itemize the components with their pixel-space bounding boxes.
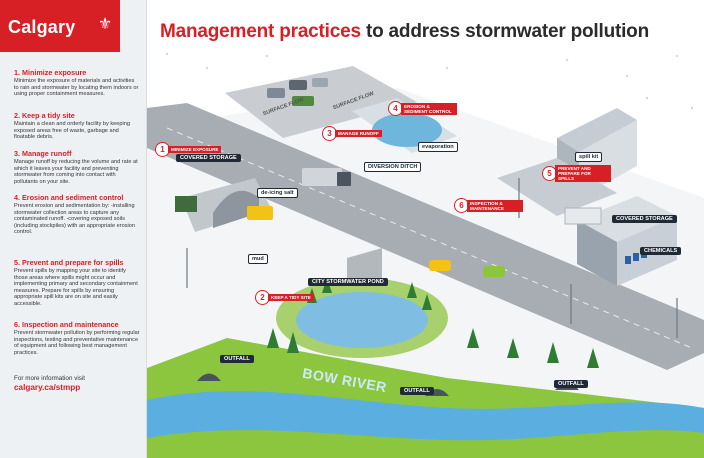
evaporation-label: evaporation	[418, 142, 458, 152]
tip-title: 5. Prevent and prepare for spills	[14, 258, 124, 267]
logo-text: Calgary	[8, 17, 76, 37]
page-title: Management practices to address stormwat…	[160, 21, 649, 43]
covered-storage-label-right: COVERED STORAGE	[612, 215, 677, 223]
tip-body: Manage runoff by reducing the volume and…	[14, 159, 138, 185]
callout-text: PREVENT AND PREPARE FOR SPILLS	[555, 165, 611, 182]
callout-number: 3	[322, 126, 337, 141]
callout-minimize-exposure: 1 MINIMIZE EXPOSURE	[155, 142, 222, 157]
callout-text: KEEP A TIDY SITE	[268, 294, 314, 301]
spill-kit-label: spill kit	[575, 152, 603, 162]
covered-storage-dome	[213, 190, 259, 228]
more-info-label: For more information visit	[14, 375, 86, 382]
tip-minimize-exposure: 1. Minimize exposure Minimize the exposu…	[14, 68, 140, 98]
callout-text: MANAGE RUNOFF	[335, 130, 382, 137]
green-car	[483, 266, 505, 277]
storage-wall	[577, 220, 617, 286]
tip-body: Prevent spills by mapping your site to i…	[14, 268, 138, 307]
tip-title: 1. Minimize exposure	[14, 68, 87, 77]
callout-text: MINIMIZE EXPOSURE	[168, 146, 222, 153]
outfall-label-right: OUTFALL	[554, 380, 588, 388]
outfall-label-middle: OUTFALL	[400, 387, 434, 395]
de-icing-salt-label: de-icing salt	[257, 188, 298, 198]
calgary-logo[interactable]: Calgary ⚜	[0, 0, 120, 52]
chemicals-label: CHEMICALS	[640, 247, 682, 255]
yellow-car	[429, 260, 451, 271]
diversion-ditch-label: DIVERSION DITCH	[364, 162, 422, 172]
tanker-truck	[564, 207, 602, 225]
truck-cab	[337, 172, 351, 186]
title-highlight: Management practices	[160, 21, 361, 42]
tip-body: Prevent erosion and sedimentation by: -i…	[14, 203, 135, 236]
outfall-label-left: OUTFALL	[220, 355, 254, 363]
callout-manage-runoff: 3 MANAGE RUNOFF	[322, 126, 382, 141]
callout-number: 2	[255, 290, 270, 305]
callout-text: EROSION & SEDIMENT CONTROL	[401, 102, 457, 115]
loader	[247, 206, 273, 220]
city-pond-label: CITY STORMWATER POND	[308, 278, 388, 286]
right-facility-yard	[497, 158, 617, 216]
covered-storage-label-left: COVERED STORAGE	[176, 154, 241, 162]
dump-truck	[302, 168, 342, 186]
illustration	[147, 52, 704, 458]
tip-title: 3. Manage runoff	[14, 149, 72, 158]
tip-spills: 5. Prevent and prepare for spills Preven…	[14, 258, 140, 308]
bow-river	[147, 391, 704, 441]
tip-inspection: 6. Inspection and maintenance Prevent st…	[14, 320, 140, 356]
more-info-link[interactable]: calgary.ca/stmpp	[14, 383, 81, 392]
callout-tidy-site: 2 KEEP A TIDY SITE	[255, 290, 314, 305]
snowflakes	[165, 52, 694, 110]
tip-title: 2. Keep a tidy site	[14, 111, 75, 120]
title-rest: to address stormwater pollution	[360, 21, 649, 42]
crest-icon: ⚜	[97, 16, 113, 33]
tip-body: Minimize the exposure of materials and a…	[14, 78, 139, 98]
callout-inspection: 6 INSPECTION & MAINTENANCE	[454, 198, 523, 213]
tip-title: 4. Erosion and sediment control	[14, 193, 124, 202]
tip-body: Maintain a clean and orderly facility by…	[14, 121, 130, 141]
road-line	[166, 127, 693, 349]
mud-label: mud	[248, 254, 268, 264]
tip-body: Prevent stormwater pollution by performi…	[14, 330, 140, 356]
tip-erosion-control: 4. Erosion and sediment control Prevent …	[14, 193, 140, 236]
callout-text: INSPECTION & MAINTENANCE	[467, 199, 523, 212]
dumpster	[175, 196, 197, 212]
sidebar: Calgary ⚜ 1. Minimize exposure Minimize …	[0, 0, 147, 458]
city-stormwater-pond	[296, 292, 428, 348]
callout-spills: 5 PREVENT AND PREPARE FOR SPILLS	[542, 165, 611, 182]
sediment-pond	[372, 113, 442, 147]
parked-vehicles	[267, 78, 328, 106]
more-info: For more information visit calgary.ca/st…	[14, 375, 140, 392]
tip-manage-runoff: 3. Manage runoff Manage runoff by reduci…	[14, 149, 140, 185]
tip-title: 6. Inspection and maintenance	[14, 320, 119, 329]
right-facility-roof	[557, 108, 637, 152]
callout-erosion-control: 4 EROSION & SEDIMENT CONTROL	[388, 101, 457, 116]
outfall-left	[197, 373, 221, 381]
tip-tidy-site: 2. Keep a tidy site Maintain a clean and…	[14, 111, 140, 141]
parking-lot	[225, 66, 417, 138]
